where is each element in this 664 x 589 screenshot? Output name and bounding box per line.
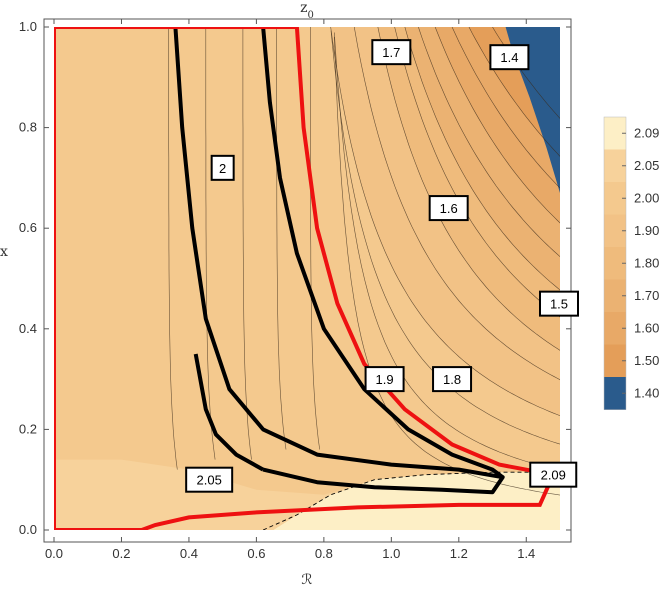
- contour-label-text: 2.09: [541, 468, 566, 483]
- y-tick-label: 0.8: [19, 120, 37, 135]
- x-tick-label: 0.4: [180, 546, 198, 561]
- contour-line: [468, 27, 560, 157]
- legend: 2.09 2.05 2.00 1.90 1.80 1.70 1.60 1.50 1.40: [603, 116, 659, 410]
- black-contour-line: [261, 27, 504, 479]
- legend-swatch: [604, 117, 626, 150]
- axes: 0.0 0.2 0.4 0.6 0.8 1.0 1.2 1.4 0.0 0.2 0.4 0.6 0.8 1…: [0, 0, 571, 588]
- contour-line: [310, 27, 320, 450]
- x-axis-label: ℛ: [301, 572, 312, 588]
- legend-label: 1.70: [634, 288, 659, 303]
- contour-line: [276, 27, 287, 450]
- y-axis-label: x: [0, 244, 8, 260]
- fill-region-2-09: [273, 472, 560, 530]
- x-tick-label: 1.0: [382, 546, 400, 561]
- chart-title: z0: [300, 0, 314, 21]
- black-contour: [173, 27, 505, 495]
- legend-swatch: [604, 279, 626, 313]
- contour-line: [492, 27, 560, 119]
- legend-swatch: [604, 377, 626, 410]
- contour-line: [353, 27, 560, 381]
- contour-label-text: 1.4: [500, 50, 518, 65]
- legend-label: 1.60: [634, 320, 659, 335]
- legend-label: 2.05: [634, 158, 659, 173]
- black-contour-line: [193, 353, 265, 472]
- contour-line: [242, 27, 252, 460]
- contour-line: [330, 30, 560, 445]
- y-tick-label: 0.2: [19, 421, 37, 436]
- legend-label: 1.90: [634, 223, 659, 238]
- legend-swatch: [604, 312, 626, 345]
- contour-label-box: [185, 466, 234, 493]
- contour-line: [168, 27, 178, 470]
- legend-swatch: [604, 149, 626, 183]
- contour-label-box: [539, 290, 579, 317]
- contour-line: [330, 27, 560, 417]
- contour-label-box: [432, 366, 473, 393]
- legend-swatch: [604, 344, 626, 378]
- chart-title-subscript: 0: [308, 10, 314, 21]
- x-tick-label: 0.8: [315, 546, 333, 561]
- contour-label-text: 1.5: [550, 297, 568, 312]
- y-tick-label: 0.4: [19, 321, 37, 336]
- contour-line: [451, 27, 560, 189]
- contour-label-text: 1.6: [440, 201, 458, 216]
- contour-line: [418, 27, 560, 258]
- legend-label: 1.80: [634, 255, 659, 270]
- legend-label: 1.50: [634, 353, 659, 368]
- x-tick-label: 0.6: [247, 546, 265, 561]
- contour-fills: [54, 27, 560, 530]
- legend-label: 1.40: [634, 385, 659, 400]
- contour-labels: 1.7 1.4 2 1.6 1.5 1.9 1.8 2.05 2.09: [185, 39, 579, 493]
- contour-label-box: [210, 154, 235, 181]
- x-tick-label: 0.2: [112, 546, 130, 561]
- contour-label-text: 2: [219, 161, 226, 176]
- contour-line: [205, 27, 216, 460]
- plot-frame: [43, 18, 572, 543]
- y-tick-label: 0.0: [19, 522, 37, 537]
- y-tick-label: 1.0: [19, 19, 37, 34]
- legend-swatch: [604, 182, 626, 215]
- contour-label-box: [364, 366, 405, 393]
- contour-label-box: [489, 44, 530, 71]
- legend-swatch: [604, 247, 626, 280]
- dashed-boundary: [262, 471, 560, 530]
- contour-label-text: 2.05: [197, 473, 222, 488]
- legend-swatch: [604, 214, 626, 248]
- legend-label: 2.00: [634, 190, 659, 205]
- x-tick-label: 1.2: [450, 546, 468, 561]
- legend-label: 2.09: [634, 125, 659, 140]
- contour-label-text: 1.7: [382, 45, 400, 60]
- x-tick-label: 1.4: [517, 546, 535, 561]
- contour-line: [377, 27, 560, 351]
- contour-label-box: [428, 195, 469, 222]
- contour-label-box: [371, 39, 412, 66]
- x-tick-label: 0.0: [45, 546, 63, 561]
- contour-label-text: 1.9: [376, 372, 394, 387]
- contour-label-text: 1.8: [443, 372, 461, 387]
- y-tick-label: 0.6: [19, 220, 37, 235]
- contour-line: [434, 27, 560, 224]
- contour-label-box: [529, 461, 578, 488]
- black-contour-line: [173, 27, 505, 495]
- contour-line: [404, 27, 560, 291]
